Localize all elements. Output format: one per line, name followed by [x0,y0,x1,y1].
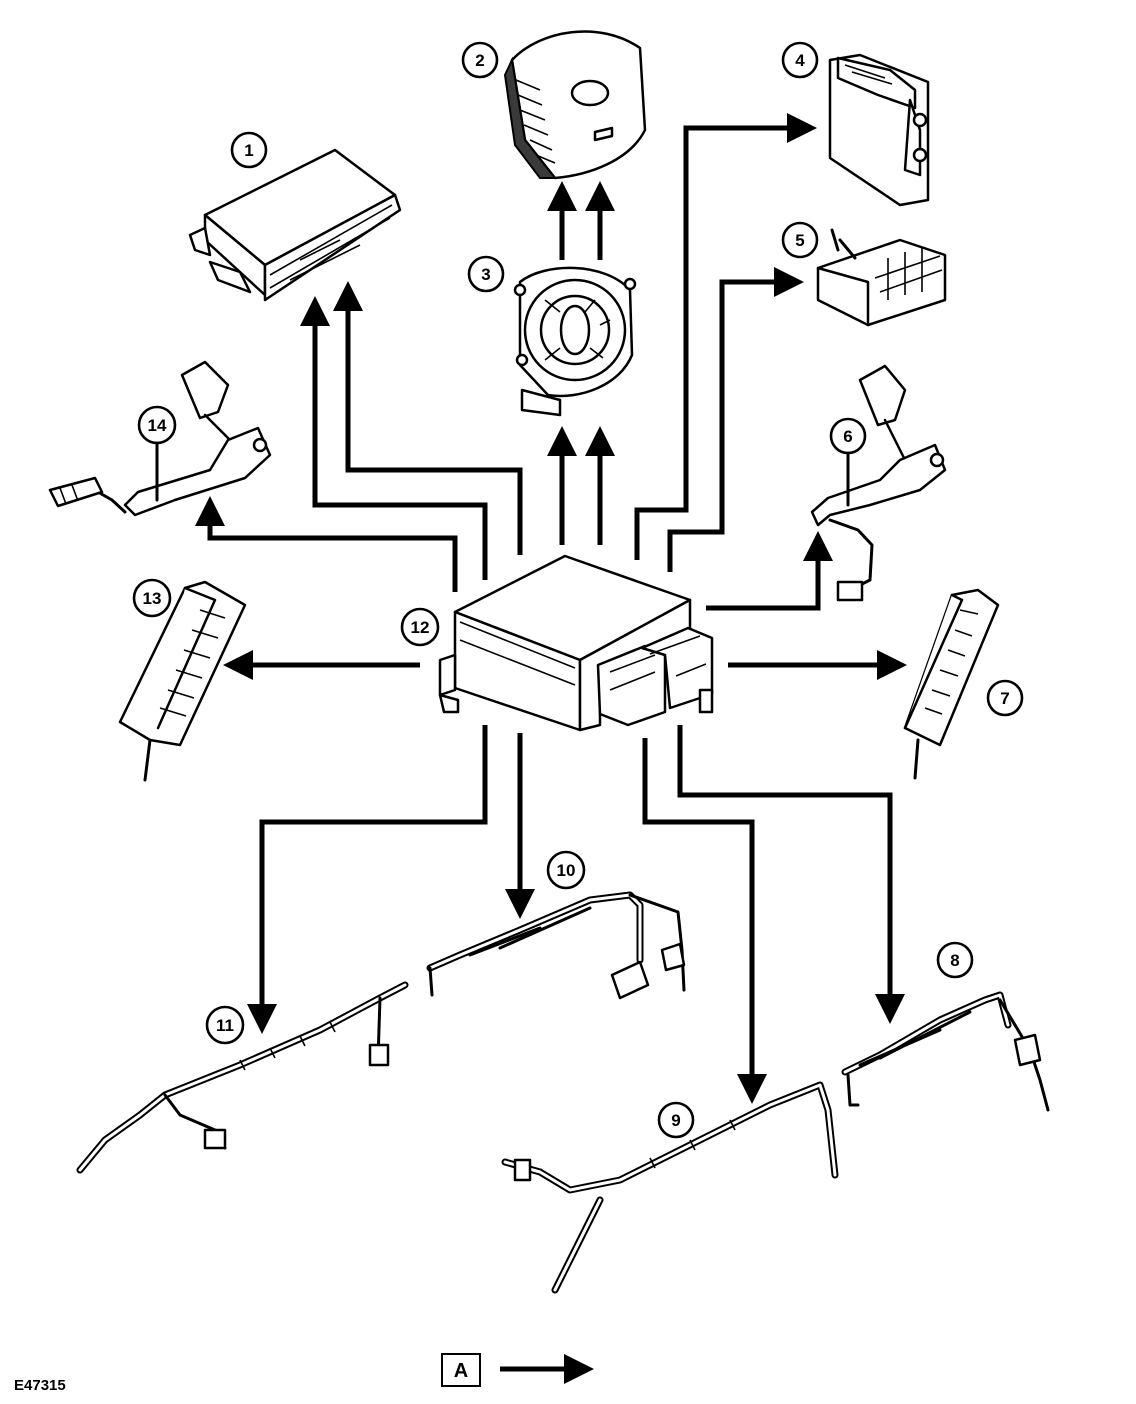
callout-label-9: 9 [671,1111,680,1130]
left-front-seat-harness [426,891,686,1000]
arrow-to-control-module [634,113,818,560]
arrow-to-fuse-box [667,267,805,572]
key-label: A [454,1360,468,1382]
callout-8: 8 [936,941,974,979]
callout-1: 1 [230,131,268,169]
callout-11: 11 [205,1005,245,1045]
arrow-to-left-buckle [195,495,458,592]
right-front-seat-harness [841,991,1050,1112]
arrow-to-passenger-airbag-a [300,295,488,580]
key-legend: A [441,1353,595,1387]
callout-label-11: 11 [216,1016,234,1035]
callout-label-7: 7 [1000,689,1009,708]
callout-label-8: 8 [950,951,959,970]
left-curtain-harness [76,981,409,1174]
passenger-airbag-module [188,148,402,302]
callout-2: 2 [461,41,499,79]
callout-13: 13 [132,578,172,618]
arrow-to-right-buckle [706,530,833,611]
callouts: 1 2 3 4 5 6 7 8 [132,41,1024,1139]
callout-6: 6 [829,417,867,507]
fuse-relay-box [816,228,947,327]
clockspring [513,266,637,417]
callout-14: 14 [137,405,177,502]
connection-arrows [195,113,908,1105]
arrow-to-right-curtain [642,738,767,1105]
restraints-control-module [438,554,714,732]
callout-3: 3 [467,255,505,293]
callout-label-5: 5 [795,231,804,250]
callout-4: 4 [781,41,819,79]
callout-label-12: 12 [411,618,430,637]
callout-label-3: 3 [481,265,490,284]
arrow-to-right-front-harness [677,725,905,1025]
callout-label-13: 13 [143,589,162,608]
left-side-airbag [118,580,247,782]
callout-5: 5 [781,221,819,259]
callout-10: 10 [546,850,586,890]
arrow-to-left-curtain [247,725,488,1035]
left-seatbelt-buckle [48,360,272,517]
right-side-airbag [903,588,1000,780]
driver-airbag-module [503,30,647,180]
callout-label-4: 4 [795,51,805,70]
callout-label-10: 10 [557,861,576,880]
callout-9: 9 [657,1101,695,1139]
callout-7: 7 [986,679,1024,717]
right-seatbelt-buckle [810,364,947,602]
electronic-control-module [828,53,930,207]
callout-label-2: 2 [475,51,484,70]
callout-label-14: 14 [148,416,167,435]
callout-label-1: 1 [244,141,253,160]
callout-12: 12 [400,607,440,647]
figure-reference: E47315 [14,1377,66,1394]
arrow-to-passenger-airbag-b [333,280,523,555]
callout-label-6: 6 [843,427,852,446]
right-curtain-harness [501,1081,839,1294]
